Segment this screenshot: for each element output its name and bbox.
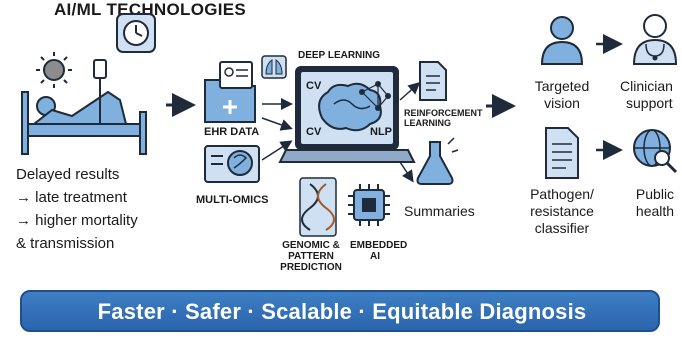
clinician-label-1: Clinician [620, 78, 673, 94]
ehr-data-label: EHR DATA [204, 126, 260, 138]
dna-icon [299, 177, 337, 237]
embedded-label-1: EMBEDDED [350, 240, 408, 251]
clock-icon [116, 13, 156, 53]
ehr-folder-icon [204, 61, 256, 123]
left-line-3: → higher mortality [16, 212, 138, 229]
page-title: AI/ML TECHNOLOGIES [53, 0, 247, 19]
person-icon [540, 16, 584, 65]
summary-banner: Faster · Safer · Scalable · Equitable Di… [20, 290, 660, 332]
reinforcement-label-2: LEARNING [404, 118, 451, 128]
left-line-1: Delayed results [16, 166, 120, 183]
genomic-label-1: GENOMIC & [282, 240, 340, 251]
arrow-laptop-to-summaries [399, 161, 414, 183]
chip-icon [348, 184, 390, 226]
doctor-icon [632, 14, 678, 65]
nlp-label: NLP [370, 126, 392, 138]
left-line-4: & transmission [16, 235, 115, 252]
multiomics-icon [204, 145, 260, 183]
report-document-icon [545, 127, 579, 179]
cv-label-top: CV [306, 80, 322, 92]
targeted-label-2: vision [544, 95, 580, 111]
arrow-laptop-to-doc [399, 82, 421, 101]
virus-icon [36, 52, 72, 88]
reinforcement-label-1: REINFORCEMENT [404, 108, 483, 118]
globe-search-icon [633, 129, 678, 174]
genomic-label-3: PREDICTION [280, 262, 342, 273]
arrow-ehr-to-laptop-2 [261, 117, 293, 131]
targeted-label-1: Targeted [534, 78, 590, 94]
document-icon [419, 61, 447, 101]
public-health-label-1: Public [635, 186, 675, 202]
flask-icon [416, 137, 459, 185]
hospital-bed-icon [21, 59, 147, 155]
multiomics-label: MULTI-OMICS [196, 194, 269, 206]
clinician-label-2: support [626, 95, 673, 111]
pathogen-label-1: Pathogen/ [530, 186, 594, 202]
deep-learning-label: DEEP LEARNING [298, 50, 381, 61]
genomic-label-2: PATTERN [288, 251, 334, 262]
pathogen-label-2: resistance [530, 203, 594, 219]
embedded-label-2: AI [370, 251, 380, 262]
left-line-2: → late treatment [16, 189, 127, 206]
lungs-icon [261, 55, 287, 79]
banner-text: Faster · Safer · Scalable · Equitable Di… [97, 299, 587, 324]
arrow-omics-to-laptop [261, 140, 293, 161]
public-health-label-2: health [635, 203, 675, 219]
cv-label-bottom: CV [306, 126, 322, 138]
summaries-label: Summaries [404, 203, 475, 219]
brain-network-icon [318, 81, 391, 132]
pathogen-label-3: classifier [534, 220, 590, 236]
